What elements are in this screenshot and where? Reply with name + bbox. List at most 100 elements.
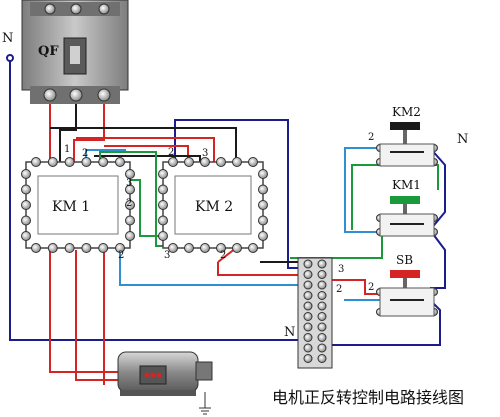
wire-label-2: 2 xyxy=(82,148,88,159)
wire-label-3: 3 xyxy=(164,250,170,261)
terminal-screw xyxy=(317,333,327,342)
screw-terminal xyxy=(125,215,135,226)
wires xyxy=(9,58,446,385)
screw-terminal xyxy=(98,157,109,167)
wire-label-2: 2 xyxy=(168,147,174,158)
crossover-black xyxy=(50,127,237,162)
screw-terminal xyxy=(115,243,125,253)
terminal-screw xyxy=(317,270,327,279)
screw-terminal xyxy=(115,157,125,167)
screw-terminal xyxy=(258,231,268,241)
screw-terminal xyxy=(158,215,168,226)
screw-terminal xyxy=(184,157,194,167)
wire-label-2: 2 xyxy=(368,282,374,293)
terminal-screw xyxy=(317,322,327,332)
terminal-screw xyxy=(303,259,313,269)
screw-terminal xyxy=(21,184,31,195)
diagram-caption: 电机正反转控制电路接线图 xyxy=(272,388,464,407)
motor xyxy=(117,351,213,396)
contactor-km1: KM 1 xyxy=(25,161,131,249)
km1-block-label: KM 1 xyxy=(52,199,90,215)
km2-contact: KM2 xyxy=(379,105,435,167)
terminal-screw xyxy=(317,312,327,321)
screw-terminal xyxy=(125,169,135,179)
terminal-screw xyxy=(317,259,327,269)
screw-terminal xyxy=(21,169,31,179)
terminal-screw xyxy=(303,270,313,279)
sb-button: SB xyxy=(379,253,435,317)
wire-label-3: 3 xyxy=(338,264,344,275)
wire-label-3: 3 xyxy=(126,178,132,189)
km1-contact: KM1 xyxy=(379,178,435,237)
screw-terminal xyxy=(125,200,135,210)
contactor-km2: KM 2 xyxy=(162,161,264,249)
phase-l3-wire xyxy=(73,100,105,162)
wire-label-2: 2 xyxy=(368,132,374,143)
screw-terminal xyxy=(248,157,258,167)
phase-l2-wire xyxy=(59,100,77,162)
km2-contact-label: KM2 xyxy=(392,105,421,119)
screw-terminal xyxy=(64,243,75,253)
wire-label-2: 2 xyxy=(126,198,132,209)
terminal-screw xyxy=(317,354,327,363)
navy-right-wire-2 xyxy=(330,299,441,346)
screw-terminal xyxy=(31,243,41,253)
screw-terminal xyxy=(158,231,168,241)
screw-terminal xyxy=(232,157,242,167)
screw-terminal xyxy=(21,231,31,241)
screw-terminal xyxy=(64,157,75,167)
terminal-screw xyxy=(303,301,313,311)
screw-terminal xyxy=(216,243,226,253)
screw-terminal xyxy=(81,157,92,167)
screw-terminal xyxy=(47,157,58,167)
circuit-breaker-qf: QF xyxy=(21,0,129,104)
green-right-wire xyxy=(351,164,384,230)
screw-terminal xyxy=(258,184,268,195)
screw-terminal xyxy=(258,169,268,179)
km2-block-label: KM 2 xyxy=(195,199,233,215)
terminal-screw xyxy=(303,322,313,332)
terminal-block xyxy=(297,257,333,369)
screw-terminal xyxy=(31,157,41,167)
screw-terminal xyxy=(200,157,210,167)
terminal-screw xyxy=(303,280,313,290)
contactor-screws xyxy=(21,144,438,316)
blue-wire-1 xyxy=(119,248,298,286)
wire-label-1: 1 xyxy=(64,144,70,155)
wire-label-2: 2 xyxy=(118,250,124,261)
motor-red-1 xyxy=(49,250,148,373)
neutral-label-top: N xyxy=(2,31,13,46)
screw-terminal xyxy=(98,243,109,253)
screw-terminal xyxy=(125,184,135,195)
screw-terminal xyxy=(158,169,168,179)
screw-terminal xyxy=(200,243,210,253)
screw-terminal xyxy=(158,200,168,210)
green-right-wire-2 xyxy=(430,164,439,190)
crossover-red-1 xyxy=(76,137,215,162)
terminal-screw xyxy=(317,343,327,353)
blue-wire-4 xyxy=(344,147,382,233)
terminal-screw xyxy=(303,291,313,300)
screw-terminal xyxy=(232,243,242,253)
wire-label-3: 3 xyxy=(202,148,208,159)
terminal-screw xyxy=(317,301,327,311)
screw-terminal xyxy=(47,243,58,253)
green-right-wire-3 xyxy=(290,232,383,259)
screw-terminal xyxy=(248,243,258,253)
screw-terminal xyxy=(168,243,178,253)
screw-terminal xyxy=(81,243,92,253)
neutral-wire xyxy=(9,58,298,341)
red-wire-sb xyxy=(330,279,382,295)
wire-number-labels: 1 2 3 2 3 2 2 3 2 3 2 2 2 xyxy=(64,132,374,295)
screw-terminal xyxy=(168,157,178,167)
wire-label-2: 2 xyxy=(336,284,342,295)
navy-loop-wire xyxy=(174,119,300,269)
screw-terminal xyxy=(258,215,268,226)
km1-contact-label: KM1 xyxy=(392,178,421,192)
terminal-screw xyxy=(317,291,327,300)
neutral-terminal xyxy=(6,54,14,62)
wire-label-2: 2 xyxy=(220,250,226,261)
screw-terminal xyxy=(216,157,226,167)
qf-label: QF xyxy=(38,44,59,59)
